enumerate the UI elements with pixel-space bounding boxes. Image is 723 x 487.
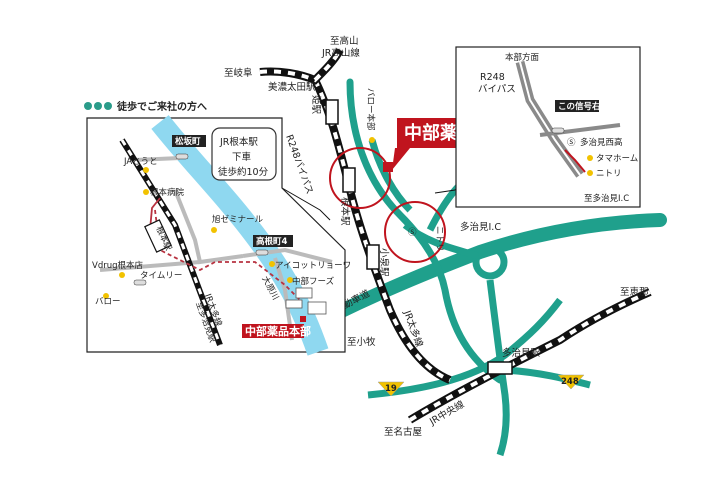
north-inset: 本部方面 R248 バイパス この信号右折 Ⓢ 多治見西高 タマホーム ニトリ … [455,46,641,208]
walk-inset-heading: 徒歩でご来社の方へ [116,100,207,113]
timely-label: タイムリー [140,271,182,281]
aikotto-label: アイコットリョーワ [275,261,351,271]
walk-street-north [134,156,181,162]
nemoto-hospital-label: 根本病院 [150,187,185,198]
to-gifu-label: 至岐阜 [224,67,253,79]
takanecho-signal-label: 高根町4 [256,236,288,247]
nitori-label: ニトリ [434,226,444,252]
route19-shield [377,381,405,397]
inset-connector-walk [281,187,331,221]
north-inset-signal-box [555,100,599,112]
walk-hq-marker [300,316,306,322]
walk-inset: 徒歩でご来社の方へ 根本駅 JR根本駅 下車 徒歩約10分 松坂町 高根町4 [84,100,351,356]
hq-marker [383,162,393,172]
to-komaki-label: 至小牧 [347,336,376,348]
timely-signal-icon [133,279,147,286]
north-inset-direction-top: 本部方面 [505,52,540,63]
north-nitori-label: ニトリ [596,169,622,179]
walk-street-west [99,260,201,272]
walk-street-vertical [273,257,294,341]
kaneko-station-marker [325,99,339,125]
north-inset-route [564,149,586,173]
walking-route-start [149,197,161,231]
walk-info-line2: 下車 [232,151,252,163]
north-inset-signal-label: この信号右折 [558,101,610,112]
r248-bypass-road [346,78,504,384]
hq-callout-pointer [392,148,410,170]
building-1 [295,287,313,299]
route248-road [486,279,510,457]
nitori-marker-symbol: Ⓢ [408,228,417,238]
koizumi-station-label: 小泉駅 [378,248,390,277]
hq-area-circle [329,147,391,209]
kaneko-station-label: 姫駅 [310,95,322,115]
walk-info-line3: 徒歩約10分 [218,166,269,178]
walk-info-line1: JR根本駅 [219,136,258,148]
nitori-area-circle [384,201,446,263]
tajimi-nishi-label: Ⓢ [567,138,576,148]
tajimi-station-label: 多治見駅 [502,347,541,359]
jatoto-label: JAとうと [123,157,158,167]
route19-road [367,297,563,399]
to-takayama-label: 至高山 [330,35,359,47]
nemoto-station-marker [342,167,356,193]
tamahome-label: タマホーム [596,154,638,164]
north-inset-signal-icon [551,127,565,134]
walk-street-main [173,189,244,265]
matsuzaka-signal-icon [175,153,189,160]
to-ena-label: 至恵那 [620,286,649,298]
jr-chuo-line [407,288,652,424]
tajimi-nishi-text: 多治見西高 [580,137,623,148]
takanecho-signal-box [253,235,293,247]
jr-takayama-line-label: JR高山線 [321,47,360,59]
walk-info-box [211,127,277,181]
interchange-loop [472,244,508,280]
nemoto-station-label: 根本駅 [339,197,351,226]
main-map: Ⓢ 中部薬品本部 根本駅 姫駅 小泉駅 多治見駅 JR太多線 JR中央線 R24… [224,35,667,457]
route248-shield [557,374,585,390]
walk-hq-label-box [242,324,304,338]
asahi-seminar-label: 旭ゼミナール [212,214,264,225]
takanecho-signal-icon [255,249,269,256]
north-inset-side-road [539,123,621,137]
minoota-station-label: 美濃太田駅 [268,81,316,93]
north-branch-road [368,139,413,213]
tajimi-station-marker [487,361,513,375]
to-nagoya-label: 至名古屋 [384,426,422,438]
north-inset-direction-bottom: 至多治見I.C [584,193,629,204]
route19-number: 19 [385,384,397,394]
ic-ramp-road [402,222,480,260]
matsuzaka-signal-label: 松坂町 [175,136,201,147]
building-3 [285,299,303,309]
paro-label: バロー [95,297,121,307]
walk-hq-label: 中部薬品本部 [245,324,311,338]
route248-number: 248 [561,377,579,387]
north-inset-road-label-1: R248 [480,72,505,83]
walk-nemoto-station [144,219,172,253]
paro-honbu-marker [369,137,375,143]
matsuzaka-signal-box [172,135,206,147]
building-2 [307,301,327,315]
r248-bypass-label: R248バイパス [283,133,315,196]
east-road [504,366,591,389]
tajimi-ic-label: 多治見I.C [460,221,501,233]
vdrug-label: Vdrug根本店 [92,260,143,271]
north-inset-road-label-2: バイパス [478,84,516,95]
koizumi-station-marker [366,244,380,270]
paro-honbu-label: バロー本部 [365,88,376,131]
chubu-foods-label: 中部フーズ [292,276,335,287]
